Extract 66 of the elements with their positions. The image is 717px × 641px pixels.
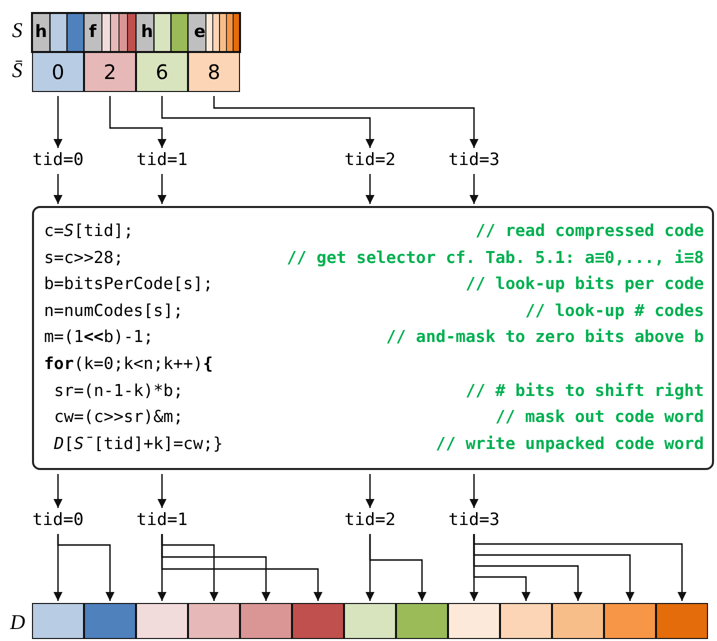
code-line: c=S[tid]; bbox=[44, 220, 134, 242]
code-comment: // and-mask to zero bits above b bbox=[386, 326, 704, 348]
output-cell bbox=[32, 603, 84, 639]
arrow bbox=[473, 534, 686, 601]
code-panel bbox=[32, 206, 714, 470]
code-comment: // get selector cf. Tab. 5.1: a≡0,..., i≡8 bbox=[286, 246, 704, 269]
offset-cell: 0 bbox=[32, 52, 84, 92]
code-comment: // look-up bits per code bbox=[466, 273, 704, 296]
arrow bbox=[470, 174, 478, 204]
output-cell bbox=[500, 603, 552, 639]
code-comment: // # bits to shift right bbox=[466, 380, 704, 402]
output-cell bbox=[656, 603, 708, 639]
thread-id-label: tid=0 bbox=[23, 510, 93, 530]
arrow bbox=[54, 96, 62, 148]
selector-letter: h bbox=[35, 22, 48, 42]
selector-letter: f bbox=[89, 22, 96, 42]
arrow bbox=[158, 474, 166, 508]
code-comment: // mask out code word bbox=[495, 406, 704, 428]
code-line: b=bitsPerCode[s]; bbox=[44, 273, 213, 296]
output-cell bbox=[188, 603, 240, 639]
code-line: cw=(c>>sr)&m; bbox=[54, 406, 184, 428]
arrow bbox=[213, 96, 478, 148]
output-cell bbox=[344, 603, 396, 639]
output-cell bbox=[292, 603, 344, 639]
offset-cell: 8 bbox=[188, 52, 240, 92]
arrow bbox=[109, 96, 166, 148]
thread-id-label: tid=1 bbox=[127, 150, 197, 170]
row-label: S̄ bbox=[12, 58, 22, 83]
thread-id-label: tid=1 bbox=[127, 510, 197, 530]
thread-id-label: tid=3 bbox=[439, 510, 509, 530]
arrow bbox=[366, 174, 374, 204]
output-cell bbox=[136, 603, 188, 639]
arrow bbox=[158, 174, 166, 204]
selector-letter: e bbox=[194, 22, 206, 42]
thread-id-label: tid=2 bbox=[335, 510, 405, 530]
code-comment: // write unpacked code word bbox=[436, 432, 704, 455]
row-label: S bbox=[12, 18, 22, 43]
arrow bbox=[470, 474, 478, 508]
code-line: m=(1<<b)-1; bbox=[44, 326, 154, 348]
output-cell bbox=[604, 603, 656, 639]
output-cell bbox=[552, 603, 604, 639]
output-cell bbox=[448, 603, 500, 639]
output-cell bbox=[396, 603, 448, 639]
row-label: D bbox=[10, 610, 26, 635]
code-line: s=c>>28; bbox=[44, 246, 124, 269]
code-line: sr=(n-1-k)*b; bbox=[54, 380, 184, 402]
code-comment: // read compressed code bbox=[476, 220, 704, 242]
thread-id-label: tid=0 bbox=[23, 150, 93, 170]
arrow bbox=[366, 474, 374, 508]
arrow bbox=[161, 534, 322, 601]
thread-id-label: tid=3 bbox=[439, 150, 509, 170]
code-line: for(k=0;k<n;k++){ bbox=[44, 353, 213, 375]
selector-letter: h bbox=[141, 22, 154, 42]
arrow bbox=[57, 534, 114, 601]
arrow bbox=[369, 534, 426, 601]
code-line: n=numCodes[s]; bbox=[44, 300, 184, 322]
output-cell bbox=[240, 603, 292, 639]
arrow bbox=[161, 96, 374, 148]
offset-cell: 6 bbox=[136, 52, 188, 92]
offset-cell: 2 bbox=[84, 52, 136, 92]
thread-id-label: tid=2 bbox=[335, 150, 405, 170]
code-comment: // look-up # codes bbox=[525, 300, 704, 322]
code-line: D[S̄[tid]+k]=cw;} bbox=[54, 432, 223, 455]
output-cell bbox=[84, 603, 136, 639]
arrow bbox=[54, 474, 62, 508]
arrow bbox=[54, 174, 62, 204]
